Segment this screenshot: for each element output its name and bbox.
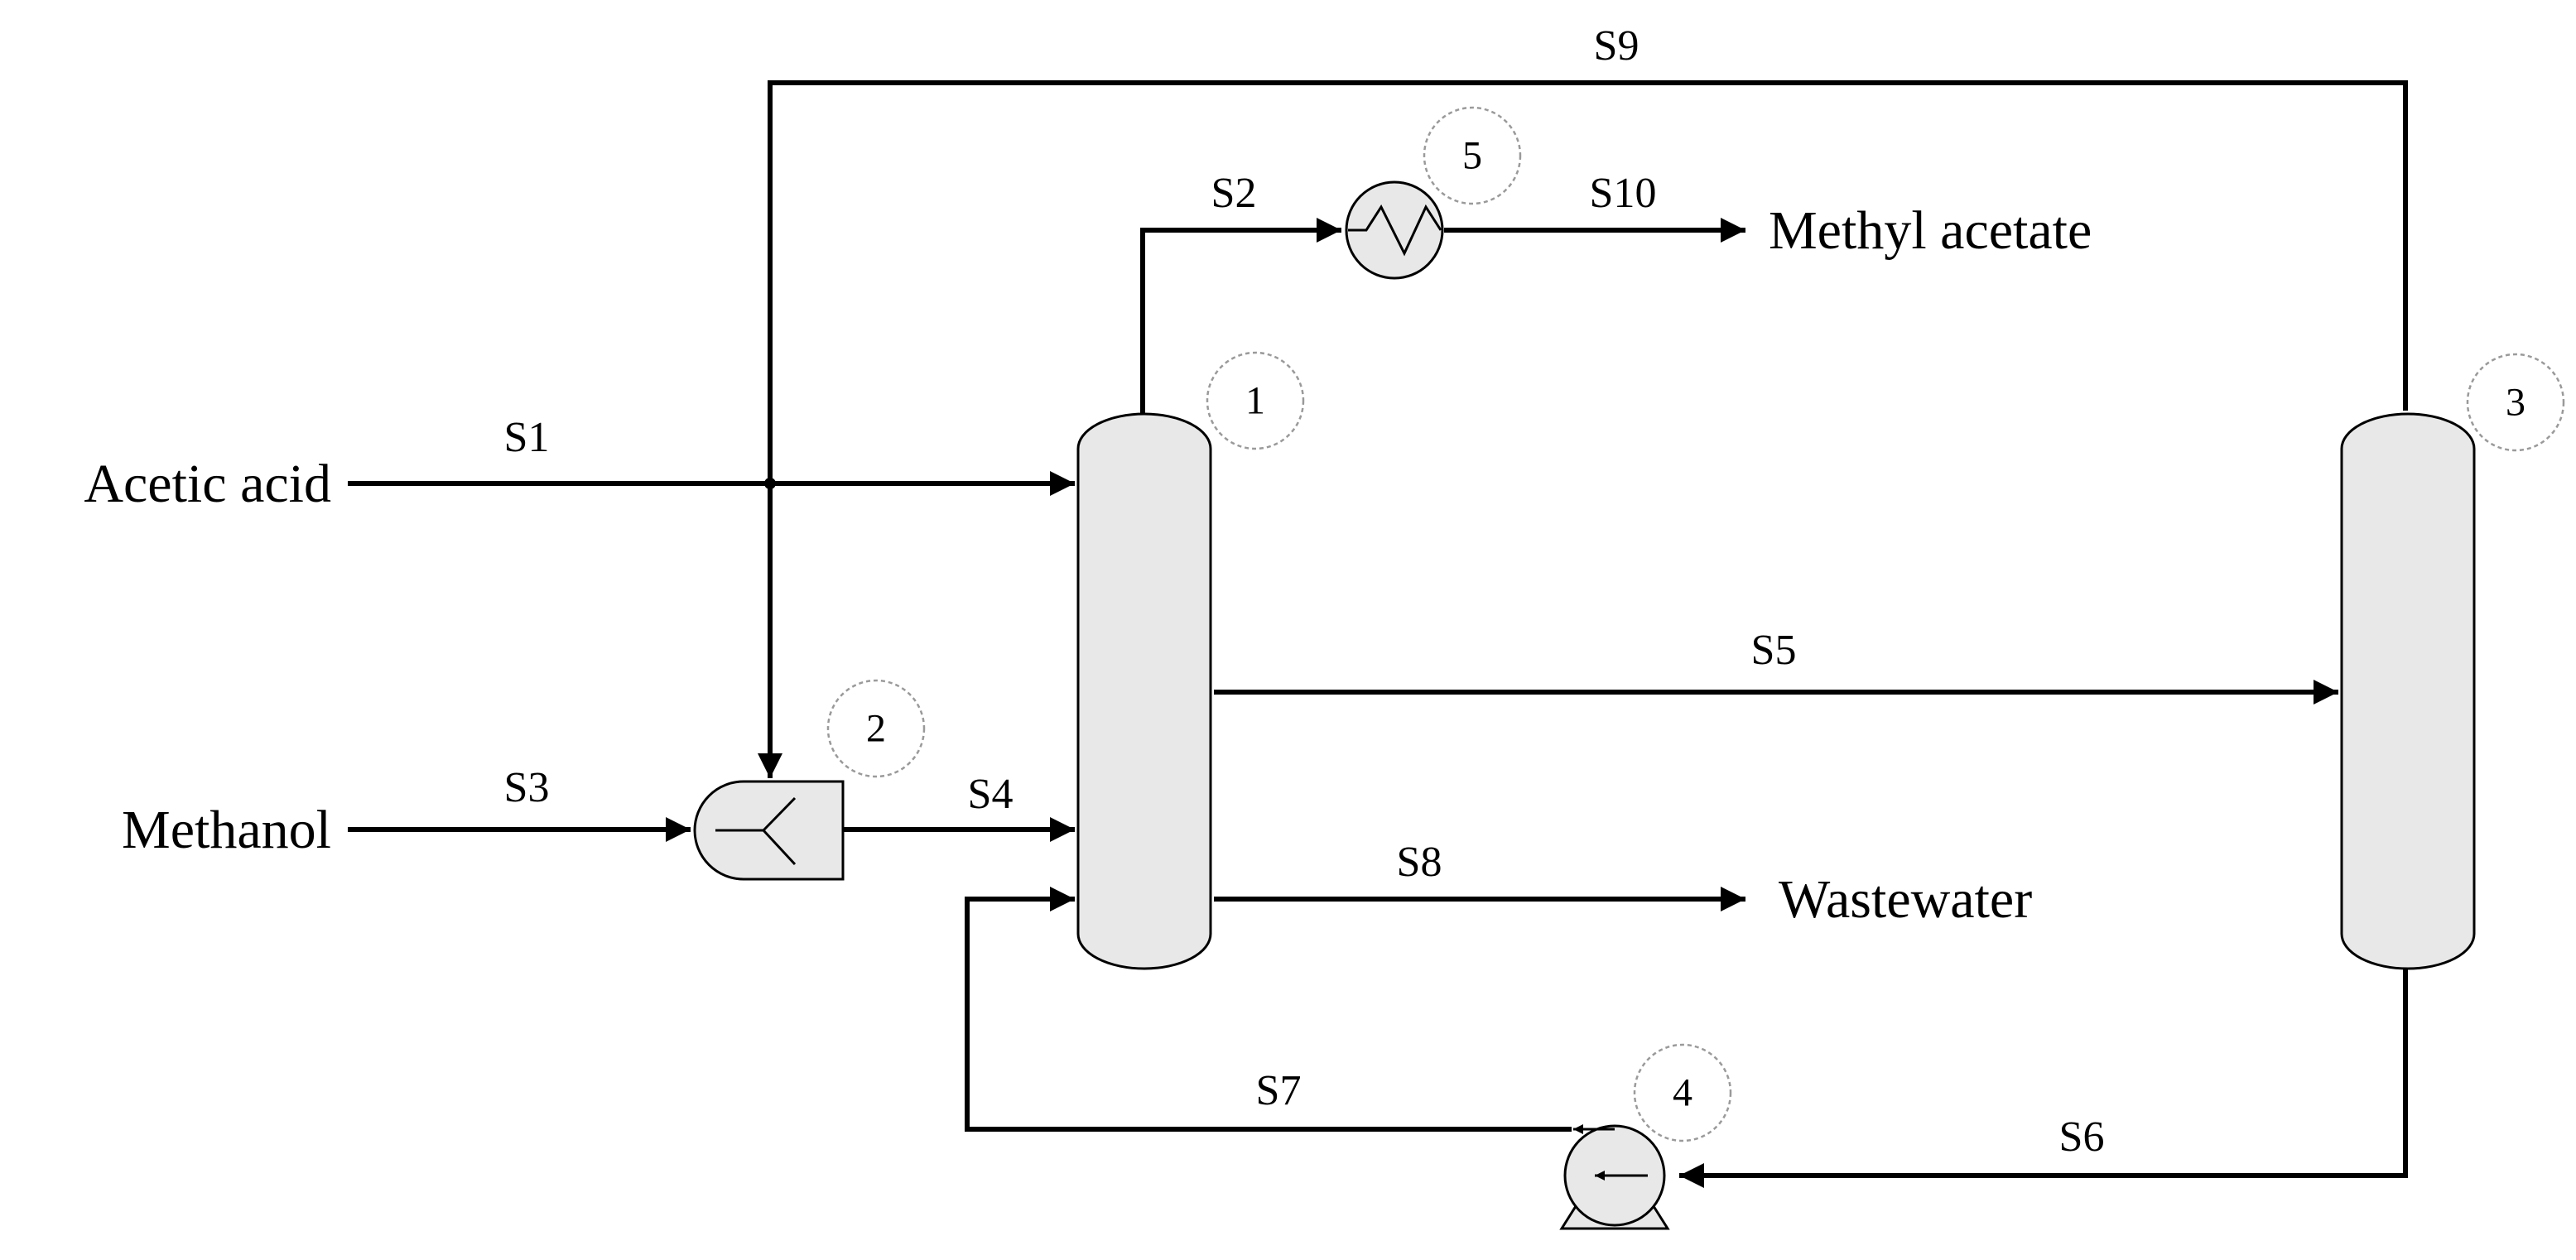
svg-text:2: 2	[866, 707, 886, 751]
product-label-methyl-acetate: Methyl acetate	[1769, 200, 2092, 261]
stream-label-s10: S10	[1590, 170, 1657, 217]
feed-label-acetic-acid: Acetic acid	[84, 454, 331, 514]
stream-label-s8: S8	[1397, 839, 1442, 886]
distillation-column-1	[1076, 412, 1212, 970]
stream-s6-line	[1679, 969, 2408, 1188]
stream-label-s2: S2	[1211, 170, 1257, 217]
heat-exchanger-coil-icon	[1348, 204, 1442, 257]
stream-label-s7: S7	[1256, 1067, 1302, 1114]
svg-text:5: 5	[1462, 134, 1482, 178]
stream-label-s3: S3	[504, 764, 550, 811]
unit-number-3: 3	[2466, 353, 2565, 452]
feed-label-methanol: Methanol	[122, 800, 331, 860]
svg-text:1: 1	[1245, 379, 1265, 423]
line-crossover-dot	[764, 478, 776, 489]
unit-number-5: 5	[1423, 106, 1522, 205]
heat-exchanger-5	[1345, 180, 1444, 280]
unit-number-2: 2	[826, 679, 926, 778]
stream-label-s1: S1	[504, 414, 550, 461]
distillation-column-3	[2340, 412, 2476, 970]
svg-text:3: 3	[2506, 381, 2525, 425]
stream-label-s6: S6	[2059, 1113, 2105, 1161]
svg-text:4: 4	[1673, 1071, 1692, 1115]
unit-number-1: 1	[1206, 351, 1305, 450]
stream-label-s5: S5	[1751, 627, 1797, 674]
mixer-2	[693, 780, 845, 881]
stream-s2-line	[1140, 218, 1341, 414]
unit-number-4: 4	[1633, 1043, 1732, 1142]
stream-label-s9: S9	[1594, 22, 1639, 70]
stream-s9-line	[758, 80, 2408, 778]
mixer-y-symbol-icon	[715, 796, 797, 866]
stream-label-s4: S4	[968, 771, 1014, 818]
product-label-wastewater: Wastewater	[1779, 869, 2032, 930]
stream-s7-line	[965, 887, 1572, 1132]
